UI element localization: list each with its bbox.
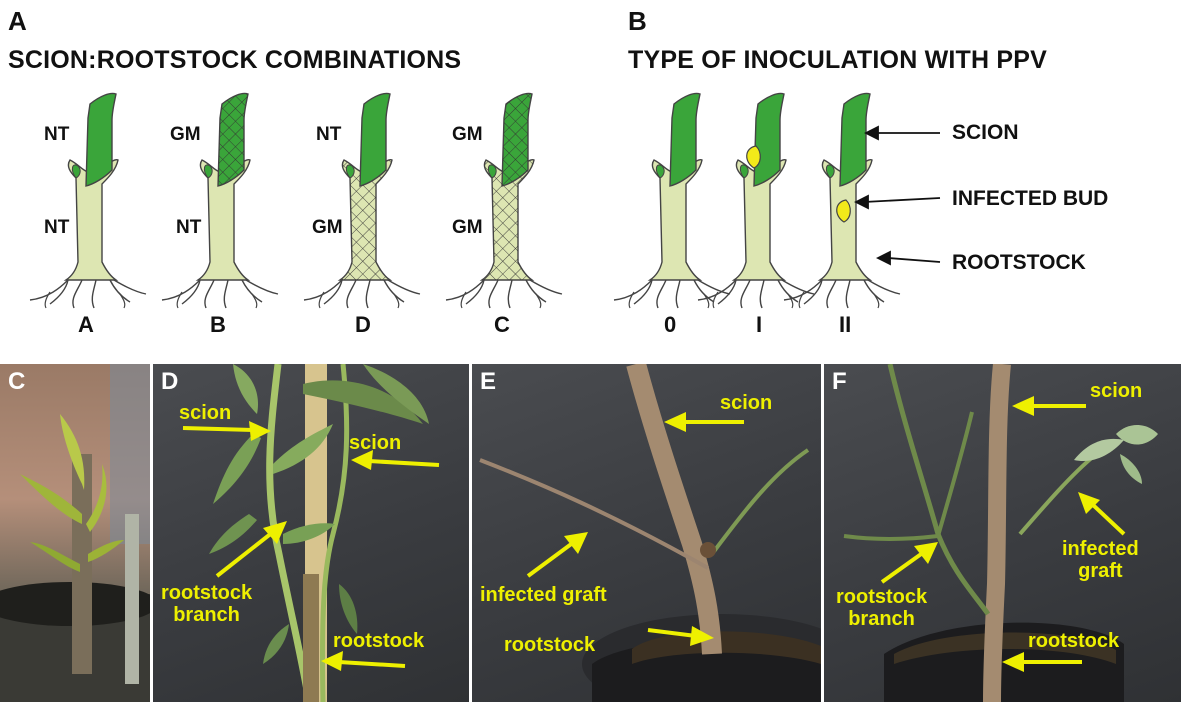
panel-a-plant-2-scion-label: GM <box>170 124 201 145</box>
panel-a-plant-3-rootstock-label: GM <box>312 217 343 238</box>
photo-f-illustration <box>843 364 1158 702</box>
panel-a-plant-4-scion-label: GM <box>452 124 483 145</box>
panel-a-plant-3-caption: D <box>355 312 371 337</box>
photo-e-illustration <box>479 364 821 702</box>
photo-d-rootstock-label: rootstock <box>333 630 425 652</box>
photo-e-rootstock-label: rootstock <box>504 634 596 656</box>
panel-a-plant-2-rootstock-label: NT <box>176 217 202 238</box>
photo-f-rootstock-label: rootstock <box>1028 630 1120 652</box>
panel-a-plant-2-caption: B <box>210 312 226 337</box>
photo-c-letter: C <box>8 368 26 395</box>
panel-b-plant-2-caption: I <box>756 312 763 337</box>
panel-a-letter: A <box>8 6 27 36</box>
photo-c: C <box>0 364 150 702</box>
panel-a-plants <box>29 92 563 309</box>
panel-b-plants <box>613 92 901 309</box>
panel-b-plant-1 <box>613 92 731 309</box>
panel-a-plant-3-scion-label: NT <box>316 124 342 145</box>
panel-a-plant-1 <box>29 92 147 309</box>
photo-d: D scion scion rootstock branch rootstock <box>153 364 469 702</box>
panel-a-plant-1-caption: A <box>78 312 94 337</box>
panel-b-arrows <box>853 125 941 266</box>
photo-d-letter: D <box>161 368 179 395</box>
panel-b-title: TYPE OF INOCULATION WITH PPV <box>628 46 1048 74</box>
photo-d-rootstock-branch-label: rootstock branch <box>161 582 253 626</box>
panel-b-plant-3-infected-bud <box>836 199 851 223</box>
scion-label: SCION <box>952 121 1019 144</box>
panel-a-plant-4 <box>445 92 563 309</box>
photo-e-infected-graft-label: infected graft <box>480 584 607 606</box>
photo-d-scion-label-2: scion <box>349 432 402 454</box>
photo-e-letter: E <box>480 368 497 395</box>
photo-f-infected-graft-label: infected graft <box>1062 538 1139 582</box>
panel-b-letter: B <box>628 6 647 36</box>
photo-f-letter: F <box>832 368 847 395</box>
panel-b-plant-3 <box>783 92 901 309</box>
photo-f-scion-label: scion <box>1090 380 1143 402</box>
photo-e-scion-label: scion <box>720 392 773 414</box>
panel-a-plant-1-scion-label: NT <box>44 124 70 145</box>
panel-b-plant-2 <box>697 92 815 309</box>
photo-d-scion-label-1: scion <box>179 402 232 424</box>
photo-e: E scion infected graft rootstock <box>472 364 821 702</box>
panel-b-plant-1-caption: 0 <box>664 312 677 337</box>
schematic-drawings <box>29 92 941 309</box>
photo-c-illustration <box>0 364 150 702</box>
infected-bud-label: INFECTED BUD <box>952 187 1109 210</box>
panel-a-title: SCION:ROOTSTOCK COMBINATIONS <box>8 46 462 74</box>
panel-a-plant-2 <box>161 92 279 309</box>
photo-d-illustration <box>209 364 429 702</box>
panel-a-plant-4-caption: C <box>494 312 510 337</box>
rootstock-label: ROOTSTOCK <box>952 251 1086 274</box>
panel-a-plant-4-rootstock-label: GM <box>452 217 483 238</box>
photo-f: F scion infected graft rootstock branch … <box>824 364 1181 702</box>
panel-b-plant-3-caption: II <box>839 312 852 337</box>
panel-a-plant-3 <box>303 92 421 309</box>
panel-b-plant-2-infected-bud <box>746 145 761 169</box>
photo-f-rootstock-branch-label: rootstock branch <box>836 586 928 630</box>
panel-a-plant-1-rootstock-label: NT <box>44 217 70 238</box>
